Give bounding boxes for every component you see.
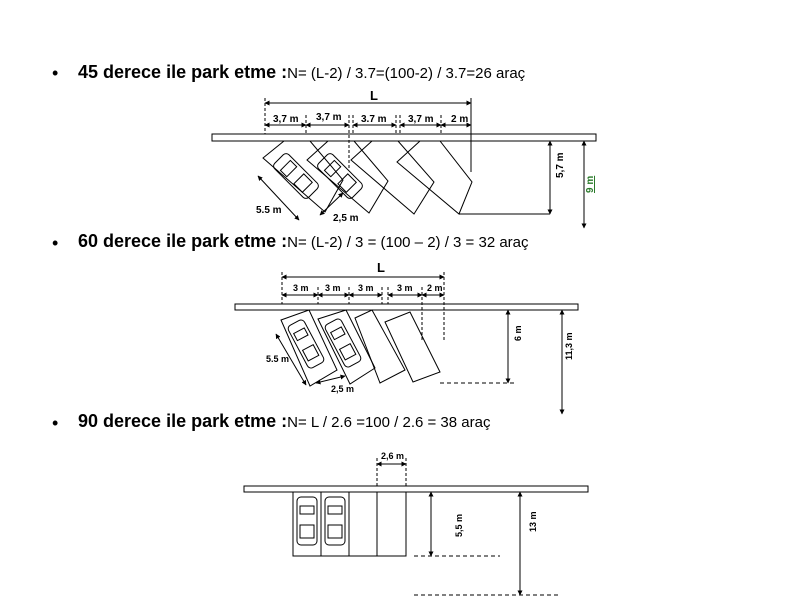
stall-length-label-60: 5.5 m <box>266 354 289 364</box>
width-label-90: 2,6 m <box>381 451 404 461</box>
curb-60 <box>234 303 579 311</box>
stalls-60 <box>280 309 441 387</box>
stall-width-dim-45 <box>319 192 344 216</box>
stall-45-2 <box>306 140 389 214</box>
width-label-60-4: 3 m <box>397 283 413 293</box>
width-label-45-1: 3,7 m <box>273 114 299 125</box>
stalls-45 <box>262 140 473 215</box>
width-label-45-2: 3,7 m <box>316 112 342 123</box>
depth-label-45: 5,7 m <box>555 152 566 178</box>
heading-45-title: 45 derece ile park etme : <box>78 62 288 82</box>
labels-45: L 3,7 m 3,7 m 3.7 m 3,7 m 2 m 5.5 m 2,5 … <box>256 88 596 224</box>
car-60-2 <box>324 318 362 368</box>
curb-90 <box>243 485 589 493</box>
diagram-60 <box>234 272 579 415</box>
width-label-45-4: 3,7 m <box>408 114 434 125</box>
stall-60-1 <box>280 309 338 387</box>
bullet-90: • <box>52 413 59 433</box>
heading-60: 60 derece ile park etme :N= (L-2) / 3 = … <box>78 231 529 252</box>
stall-length-dim-45 <box>257 175 300 221</box>
heading-90-title: 90 derece ile park etme : <box>78 411 288 431</box>
stall-60-3 <box>354 309 406 384</box>
total-label-45: 9 m <box>585 176 596 193</box>
total-label-90: 13 m <box>528 511 538 532</box>
depth-label-60: 6 m <box>513 325 523 341</box>
diagram-45 <box>211 98 597 229</box>
width-label-45-5: 2 m <box>451 114 468 125</box>
length-label-45: L <box>370 88 378 103</box>
width-label-60-5: 2 m <box>427 283 443 293</box>
formula-60: N= (L-2) / 3 = (100 – 2) / 3 = 32 araç <box>287 234 529 251</box>
depth-label-90: 5,5 m <box>454 514 464 537</box>
formula-90: N= L / 2.6 =100 / 2.6 = 38 araç <box>287 414 491 431</box>
stall-90-4 <box>376 491 407 557</box>
labels-60: L 3 m 3 m 3 m 3 m 2 m 5.5 m 2,5 m 6 m 11… <box>266 260 574 394</box>
total-label-60: 11,3 m <box>564 332 574 360</box>
stall-90-3 <box>348 491 378 557</box>
formula-45: N= (L-2) / 3.7=(100-2) / 3.7=26 araç <box>287 65 526 82</box>
stall-width-label-60: 2,5 m <box>331 384 354 394</box>
width-label-60-2: 3 m <box>325 283 341 293</box>
labels-90: 2,6 m 5,5 m 13 m <box>381 451 538 537</box>
heading-60-title: 60 derece ile park etme : <box>78 231 288 251</box>
car-45-1 <box>273 153 319 199</box>
stall-length-dim-60 <box>275 333 307 386</box>
car-90-1 <box>296 496 318 546</box>
width-label-45-3: 3.7 m <box>361 114 387 125</box>
car-90-2 <box>324 496 346 546</box>
width-label-60-3: 3 m <box>358 283 374 293</box>
heading-45: 45 derece ile park etme :N= (L-2) / 3.7=… <box>78 62 525 83</box>
heading-90: 90 derece ile park etme :N= L / 2.6 =100… <box>78 411 490 432</box>
stall-60-2 <box>317 309 376 385</box>
stalls-90 <box>292 491 407 557</box>
stall-45-4 <box>396 140 473 215</box>
stall-45-3 <box>350 140 435 215</box>
stall-width-label-45: 2,5 m <box>333 213 359 224</box>
curb-45 <box>211 133 597 142</box>
stall-60-4 <box>384 311 441 383</box>
width-label-60-1: 3 m <box>293 283 309 293</box>
bullet-45: • <box>52 63 59 83</box>
car-45-2 <box>317 153 363 199</box>
length-label-60: L <box>377 260 385 275</box>
diagram-90 <box>243 458 589 596</box>
stall-width-dim-60 <box>315 374 346 385</box>
bullet-60: • <box>52 233 59 253</box>
stall-length-label-45: 5.5 m <box>256 205 282 216</box>
